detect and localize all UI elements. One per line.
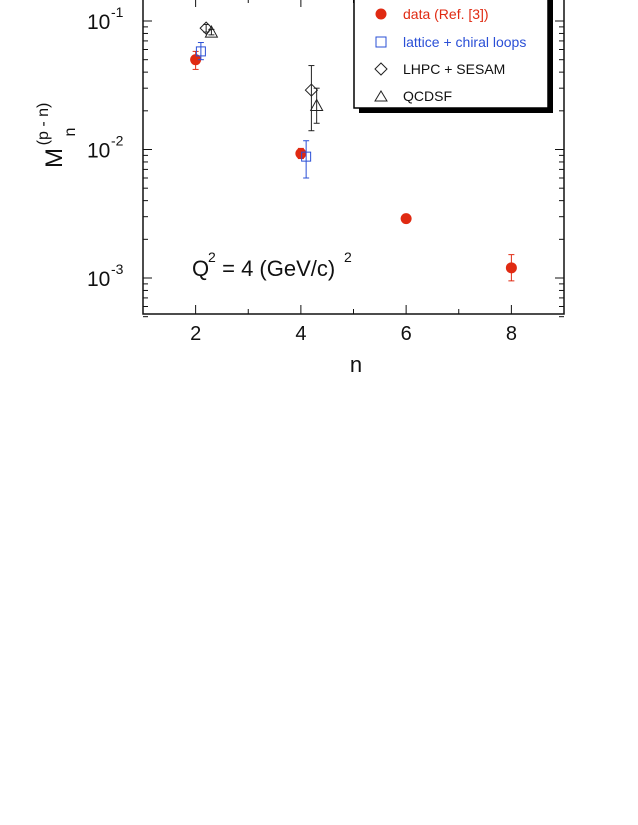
series-open-square xyxy=(195,42,312,179)
x-axis-label: n xyxy=(350,352,362,377)
data-point xyxy=(400,213,412,225)
x-tick-label: 2 xyxy=(190,323,201,345)
annotation-text: Q xyxy=(192,256,209,281)
data-point xyxy=(301,151,312,162)
x-tick-label: 8 xyxy=(506,323,517,345)
data-marks xyxy=(190,21,517,282)
series-open-diamond xyxy=(199,21,319,132)
filled-circle-icon xyxy=(375,8,387,20)
y-tick-label-base: 10 xyxy=(87,268,110,291)
svg-text:M: M xyxy=(41,148,68,168)
x-tick-label: 4 xyxy=(295,323,306,345)
q2-annotation: Q 2 = 4 (GeV/c) 2 xyxy=(192,249,352,281)
series-open-triangle xyxy=(204,25,324,124)
legend-entry-lhpc: LHPC + SESAM xyxy=(374,61,505,77)
legend-entry-lattice: lattice + chiral loops xyxy=(375,34,526,50)
data-point xyxy=(505,262,517,274)
legend-entry-qcdsf: QCDSF xyxy=(374,88,452,104)
legend-label-data: data (Ref. [3]) xyxy=(403,6,489,22)
open-square-icon xyxy=(375,36,387,48)
data-point xyxy=(309,98,324,111)
open-diamond-icon xyxy=(374,62,388,76)
svg-text:Q: Q xyxy=(192,256,209,281)
legend-box xyxy=(353,0,549,109)
y-tick-label-exponent: -2 xyxy=(111,133,124,149)
y-tick-label-exponent: -1 xyxy=(111,4,124,20)
y-tick-label-base: 10 xyxy=(87,11,110,34)
y-tick-label-base: 10 xyxy=(87,140,110,163)
y-tick-label-exponent: -3 xyxy=(111,261,124,277)
legend-entry-data: data (Ref. [3]) xyxy=(375,6,489,22)
legend-label-lattice: lattice + chiral loops xyxy=(403,34,526,50)
y-axis-label-sub: n xyxy=(62,128,79,137)
y-tick-label: 10-3 xyxy=(87,261,124,291)
y-tick-label: 10-2 xyxy=(87,133,124,163)
data-point xyxy=(295,148,307,160)
series-filled-circle xyxy=(190,50,517,282)
x-tick-label: 6 xyxy=(401,323,412,345)
y-axis-label-main: M xyxy=(41,148,68,168)
data-point xyxy=(204,25,219,38)
open-triangle-icon xyxy=(374,90,388,102)
legend: data (Ref. [3]) lattice + chiral loops L… xyxy=(353,0,553,113)
legend-label-qcdsf: QCDSF xyxy=(403,88,452,104)
y-tick-label: 10-1 xyxy=(87,4,124,34)
data-point xyxy=(190,54,202,66)
annotation-sup2: 2 xyxy=(344,249,352,265)
legend-label-lhpc: LHPC + SESAM xyxy=(403,61,505,77)
data-point xyxy=(199,21,213,35)
y-axis-label: M n (p - n) xyxy=(35,103,79,168)
annotation-sup1: 2 xyxy=(208,249,216,265)
data-point xyxy=(195,46,206,57)
annotation-mid: = 4 (GeV/c) xyxy=(216,256,335,281)
y-axis-label-sup: (p - n) xyxy=(35,103,52,146)
